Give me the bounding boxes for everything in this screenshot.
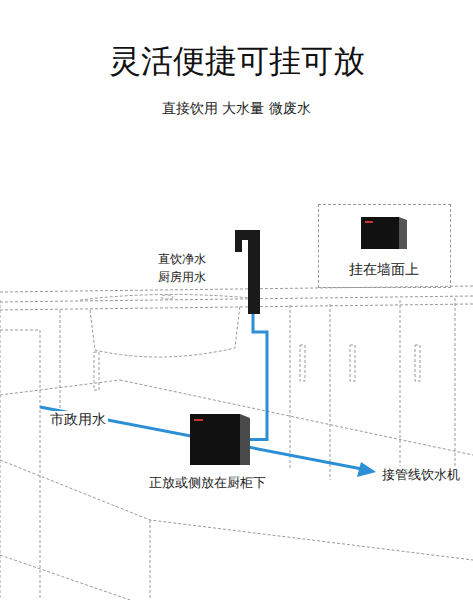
sink-rim — [80, 294, 250, 300]
faucet-drawing — [230, 226, 270, 318]
cabinet-edge — [0, 330, 40, 600]
cabinet-floor-line — [0, 380, 120, 395]
cabinet-handle — [94, 352, 99, 390]
node-label: 直饮净水 厨房用水 — [158, 250, 212, 286]
cabinet-corner — [150, 520, 151, 600]
cabinet-edge — [0, 300, 1, 600]
pipe-end-label: 接管线饮水机 — [380, 466, 462, 484]
cabinet-divider — [400, 300, 401, 475]
subtitle: 直接饮用 大水量 微废水 — [0, 100, 473, 118]
sink-drain — [161, 295, 173, 299]
cabinet-handle — [300, 345, 305, 381]
cabinet-base-line — [0, 460, 473, 560]
cabinet-handle — [415, 345, 420, 381]
water-pipe — [40, 407, 362, 469]
cabinet-divider — [455, 298, 456, 470]
cabinet-divider — [60, 310, 61, 420]
purifier-under-cabinet: 正放或侧放在厨柜下 — [122, 404, 294, 496]
cabinet-handle — [350, 345, 355, 381]
wall-purifier-icon — [359, 215, 409, 251]
pipe-label: 市政用水 — [48, 411, 108, 429]
cabinet-back-line — [120, 380, 473, 455]
node-label: 挂在墙面上 — [319, 261, 449, 279]
wall-mount-inset: 挂在墙面上 — [318, 204, 451, 288]
countertop-lower-edge — [0, 304, 473, 310]
floor-line — [0, 555, 130, 600]
faucet: 直饮净水 厨房用水 — [150, 226, 272, 318]
pipe-arrowhead — [357, 462, 376, 477]
purifier-drawing — [188, 410, 252, 468]
page-title: 灵活便捷可挂可放 — [0, 40, 473, 84]
cabinet-divider — [290, 305, 291, 470]
cabinet-divider — [330, 304, 331, 480]
node-label: 正放或侧放在厨柜下 — [122, 474, 292, 492]
countertop-back-edge — [0, 286, 473, 292]
sink-bowl — [90, 305, 240, 357]
